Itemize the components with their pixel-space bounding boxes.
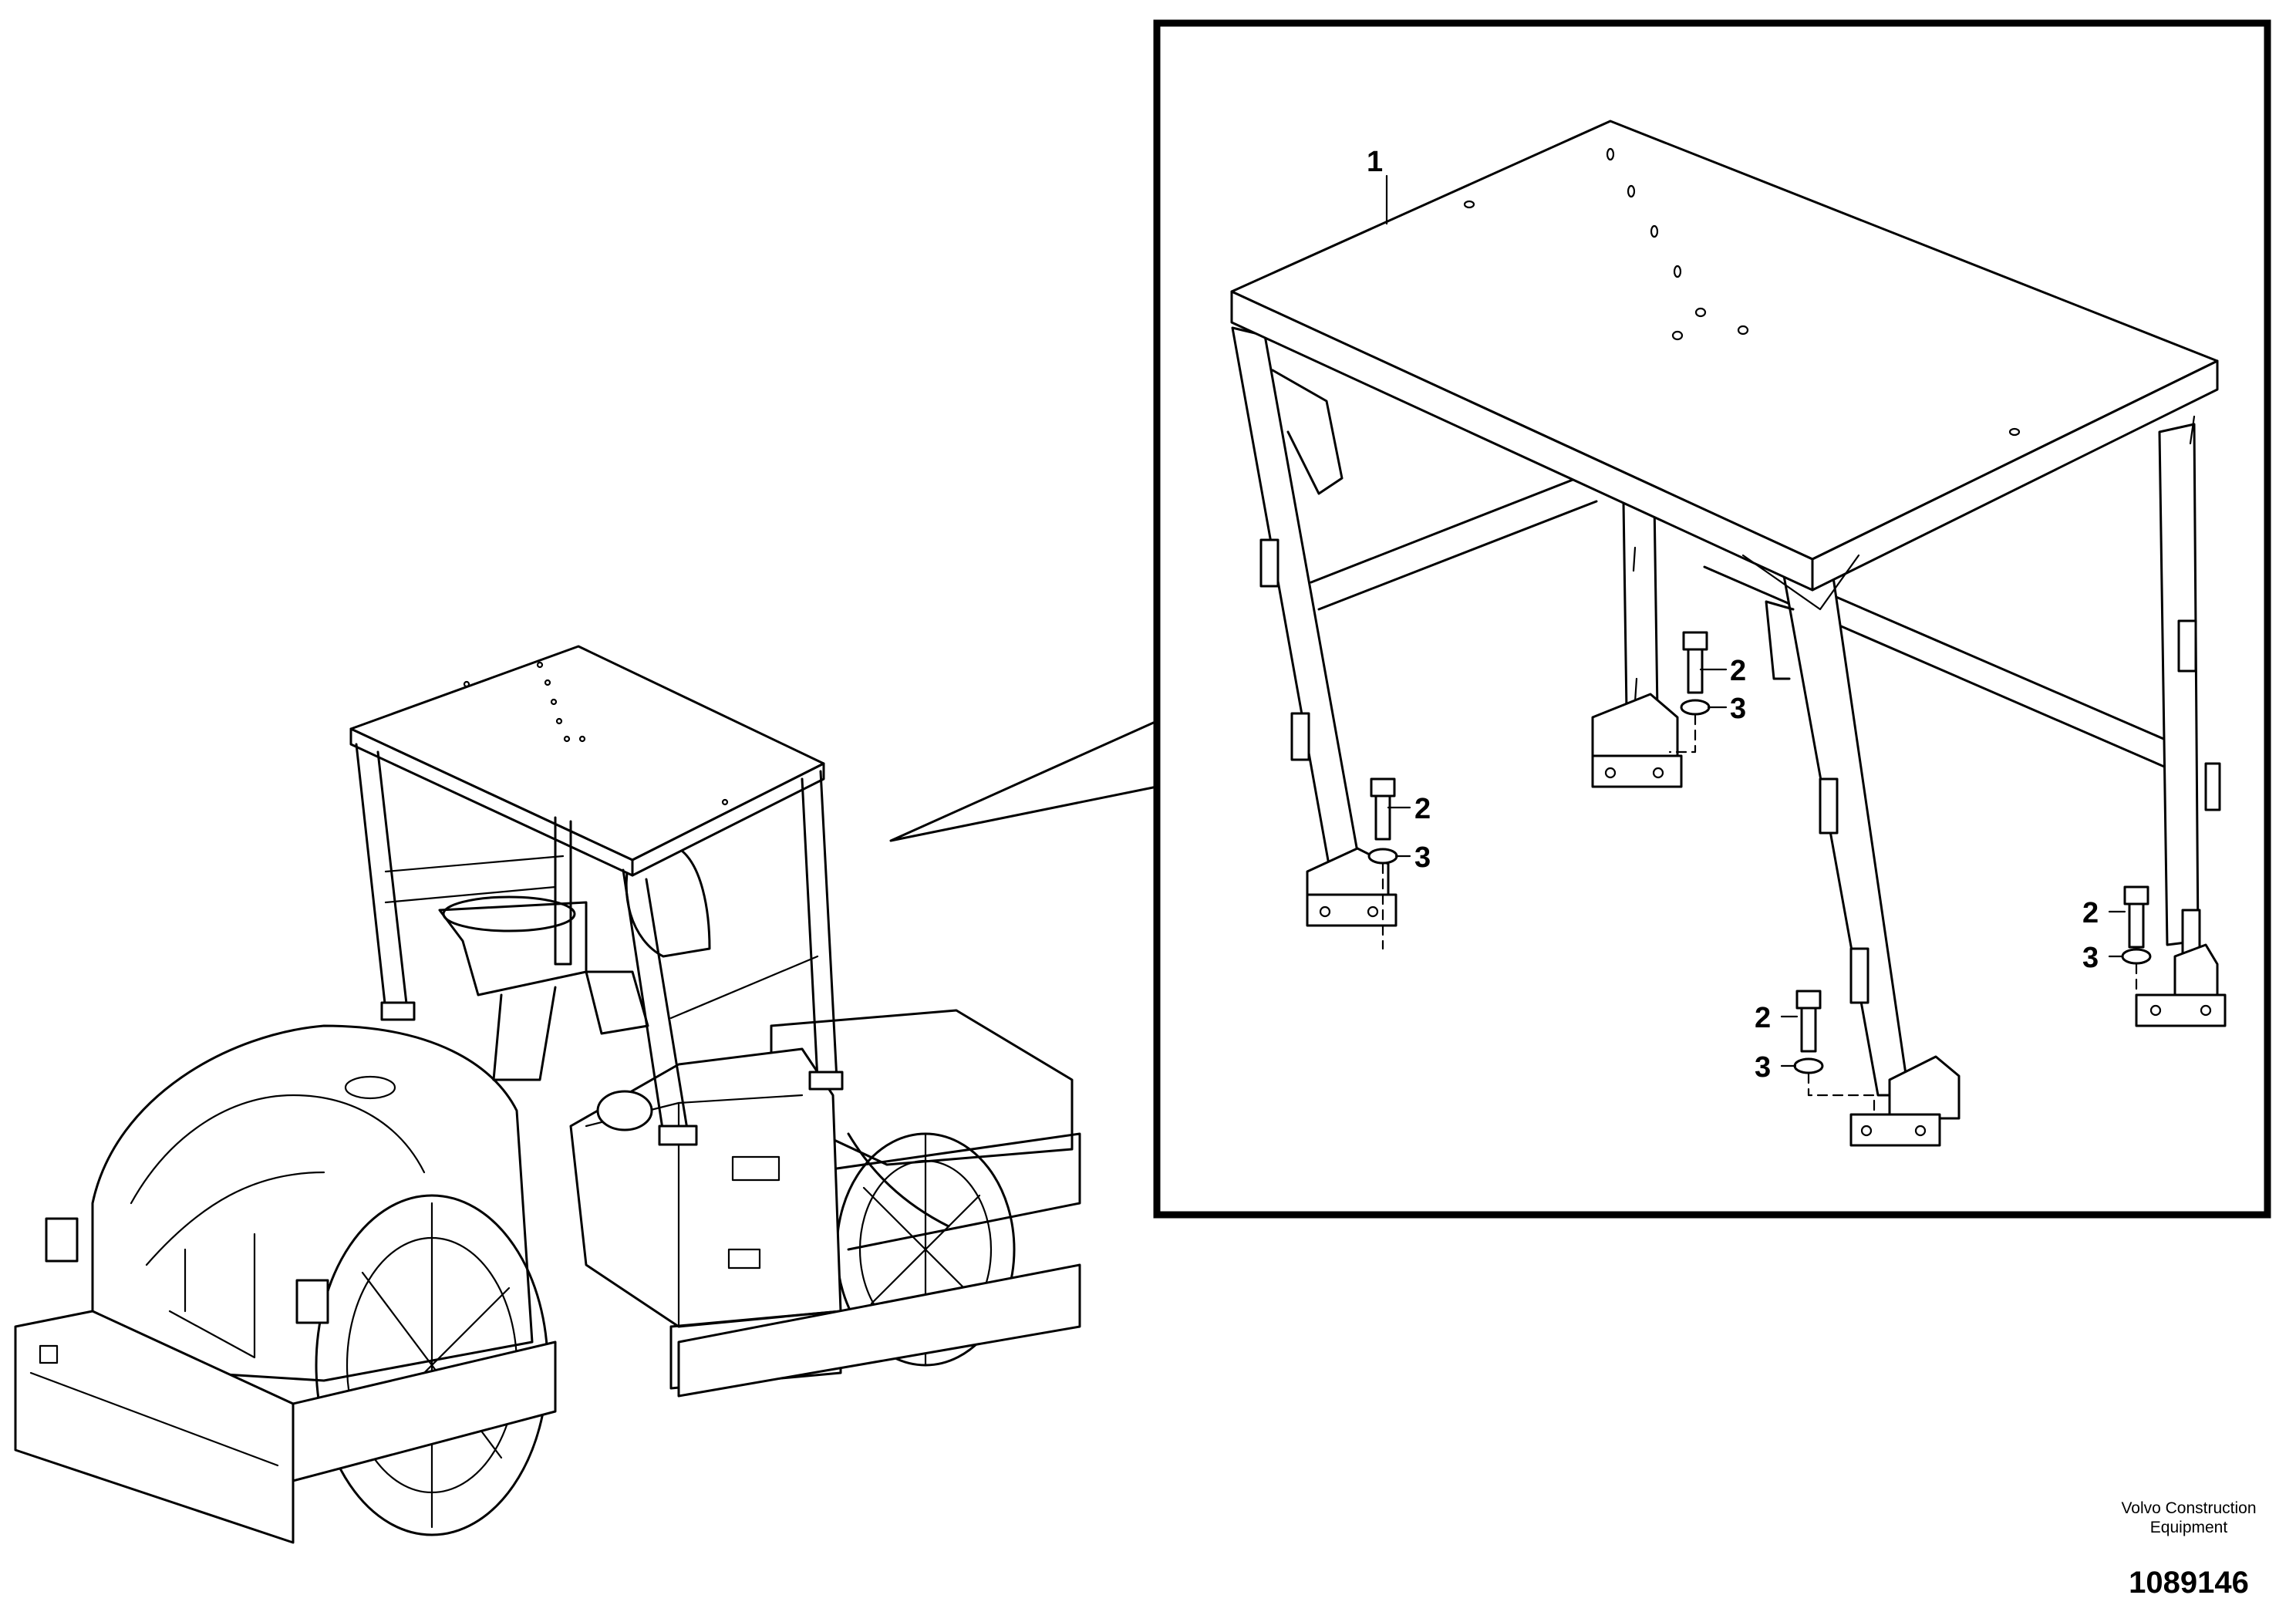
brand-caption: Volvo Construction Equipment	[2121, 1499, 2257, 1536]
callout-1: 1	[1367, 146, 1383, 178]
roller-machine-illustration	[14, 645, 1081, 1544]
fastener-set-front	[1793, 990, 1876, 1112]
callout-2-rear: 2	[1730, 655, 1746, 687]
illustration-number: 1089146	[2129, 1566, 2249, 1600]
callout-leaders	[1385, 174, 2126, 1067]
callout-3-front: 3	[1755, 1051, 1771, 1084]
fastener-set-right	[2121, 885, 2152, 993]
callout-2-right: 2	[2082, 897, 2099, 929]
magnification-leader	[889, 720, 1158, 842]
callout-3-rear: 3	[1730, 693, 1746, 725]
callout-labels: 1 2 3 2 3 2 3 2 3	[1367, 146, 2099, 1084]
callout-2-front: 2	[1755, 1002, 1771, 1034]
canopy-frame-detail	[1230, 120, 2227, 1147]
fastener-set-left	[1367, 777, 1398, 950]
fastener-sets	[1367, 631, 2152, 1112]
detail-inset-frame	[1153, 19, 2271, 1219]
callout-3-right: 3	[2082, 942, 2099, 974]
callout-3-left: 3	[1414, 841, 1431, 874]
callout-2-left: 2	[1414, 793, 1431, 825]
